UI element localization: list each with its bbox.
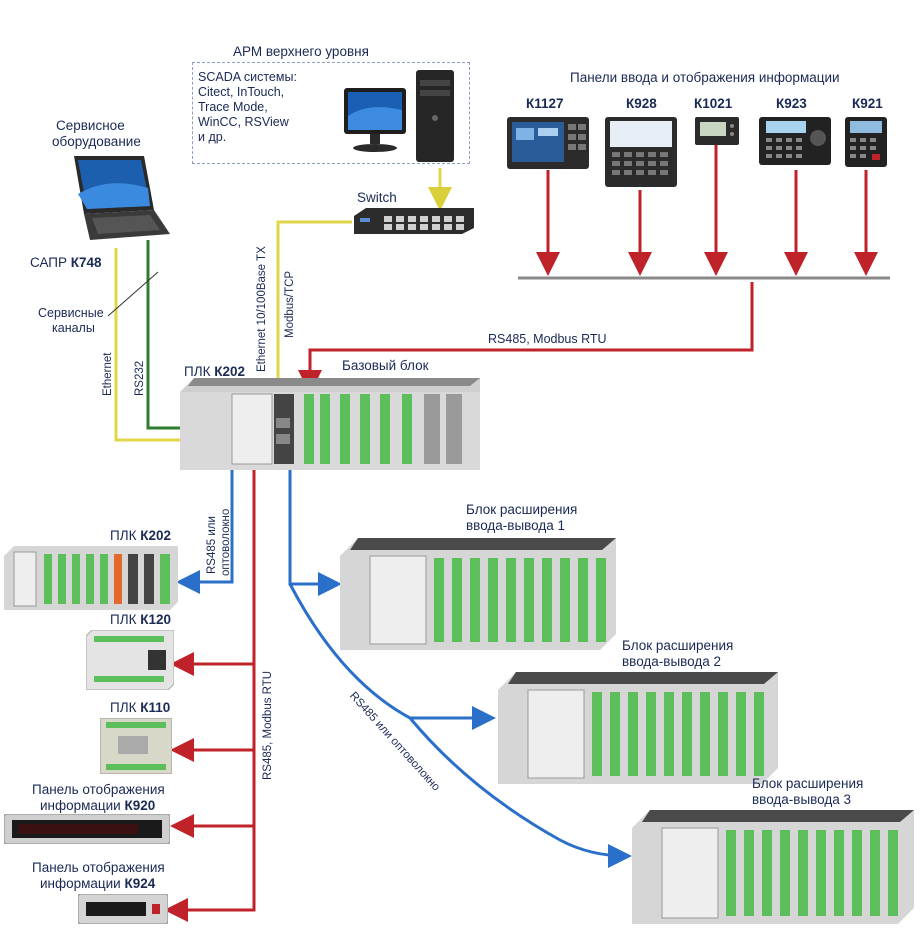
left-k110-label: ПЛК К110 <box>110 700 170 715</box>
panel-k928-image <box>605 117 677 187</box>
rs232-label: RS232 <box>134 360 146 396</box>
left-k202-label: ПЛК К202 <box>110 528 171 543</box>
left-display-k924-image <box>78 894 168 924</box>
service-title-2: оборудование <box>52 134 141 149</box>
panel-model-k928: К928 <box>626 96 657 111</box>
base-block-label: Базовый блок <box>342 358 429 373</box>
scada-line-3: Trace Mode, <box>198 100 268 114</box>
expansion-3-line1: Блок расширения <box>752 776 864 791</box>
left-k920-line1: Панель отображения <box>32 782 165 797</box>
scada-line-4: WinCC, RSView <box>198 115 289 129</box>
left-k920-model: К920 <box>124 798 156 813</box>
left-k920-line2: информации К920 <box>40 798 155 813</box>
expansion-block-2 <box>498 672 778 784</box>
ethernet-tx-label: Ethernet 10/100Base TX <box>256 246 268 372</box>
left-plc-k110-image <box>100 718 172 774</box>
sapr-label: САПР К748 <box>30 255 102 270</box>
wire-rs485-vertical <box>164 468 256 922</box>
expansion-3-line2: ввода-вывода 3 <box>752 792 852 807</box>
main-plc-label: ПЛК К202 <box>184 364 245 379</box>
scada-line-5: и др. <box>198 130 227 144</box>
left-k120-model: К120 <box>140 612 171 627</box>
rs485-modbus-vertical-label: RS485, Modbus RTU <box>262 670 274 780</box>
panel-model-k923: К923 <box>776 96 807 111</box>
service-title-1: Сервисное <box>56 118 125 133</box>
rs485-fiber-short-label-2: оптоволокно <box>220 508 232 576</box>
expansion-2-line1: Блок расширения <box>622 638 734 653</box>
sapr-model: К748 <box>70 255 102 270</box>
expansion-2-line2: ввода-вывода 2 <box>622 654 722 669</box>
ethernet-label: Ethernet <box>102 352 114 396</box>
expansion-block-1 <box>340 538 616 650</box>
workstation-pc-icon <box>344 70 454 162</box>
wire-exp3 <box>408 717 632 868</box>
rs485-fiber-short-label-1: RS485 или <box>206 516 218 574</box>
left-k920-prefix: информации <box>40 798 121 813</box>
expansion-1-line1: Блок расширения <box>466 502 578 517</box>
panel-model-k1021: К1021 <box>694 96 733 111</box>
left-k202-prefix: ПЛК <box>110 528 137 543</box>
switch-device-icon <box>354 208 474 234</box>
arm-dashed-box <box>192 62 470 164</box>
left-plc-k120-image <box>86 630 174 690</box>
wire-exp1 <box>288 470 342 596</box>
left-k120-label: ПЛК К120 <box>110 612 171 627</box>
expansion-block-3 <box>632 810 914 924</box>
sapr-prefix: САПР <box>30 255 68 270</box>
arm-title: АРМ верхнего уровня <box>233 44 369 59</box>
main-plc-model: К202 <box>214 364 245 379</box>
service-channels-2: каналы <box>52 321 95 335</box>
main-plc-rack <box>180 378 480 470</box>
panel-k1021-image <box>695 117 739 145</box>
left-k924-line1: Панель отображения <box>32 860 165 875</box>
wire-switch-plc <box>266 220 352 426</box>
modbus-tcp-label: Modbus/TCP <box>284 270 296 338</box>
left-k202-model: К202 <box>140 528 171 543</box>
scada-line-2: Citect, InTouch, <box>198 85 285 99</box>
left-plc-k202-image <box>4 546 178 610</box>
laptop-icon <box>74 156 170 240</box>
left-k924-model: К924 <box>124 876 156 891</box>
left-k924-line2: информации К924 <box>40 876 155 891</box>
scada-line-1: SCADA системы: <box>198 70 297 84</box>
rs485-modbus-top-label: RS485, Modbus RTU <box>488 332 607 346</box>
panels-title: Панели ввода и отображения информации <box>570 70 840 85</box>
wire-exp2 <box>288 583 496 730</box>
main-plc-prefix: ПЛК <box>184 364 211 379</box>
left-k120-prefix: ПЛК <box>110 612 137 627</box>
switch-label: Switch <box>357 190 397 205</box>
left-k110-model: К110 <box>140 700 171 715</box>
panel-k921-image <box>845 117 887 167</box>
panel-k923-image <box>759 117 831 165</box>
service-channels-1: Сервисные <box>38 306 104 320</box>
service-channels-pointer <box>107 271 159 317</box>
expansion-1-line2: ввода-вывода 1 <box>466 518 566 533</box>
left-k110-prefix: ПЛК <box>110 700 137 715</box>
left-k924-prefix: информации <box>40 876 121 891</box>
panel-k1127-image <box>507 117 589 169</box>
panel-model-k1127: К1127 <box>526 96 564 111</box>
left-display-k920-image <box>4 814 170 844</box>
wire-bus-to-plc <box>298 282 754 394</box>
panel-model-k921: К921 <box>852 96 883 111</box>
